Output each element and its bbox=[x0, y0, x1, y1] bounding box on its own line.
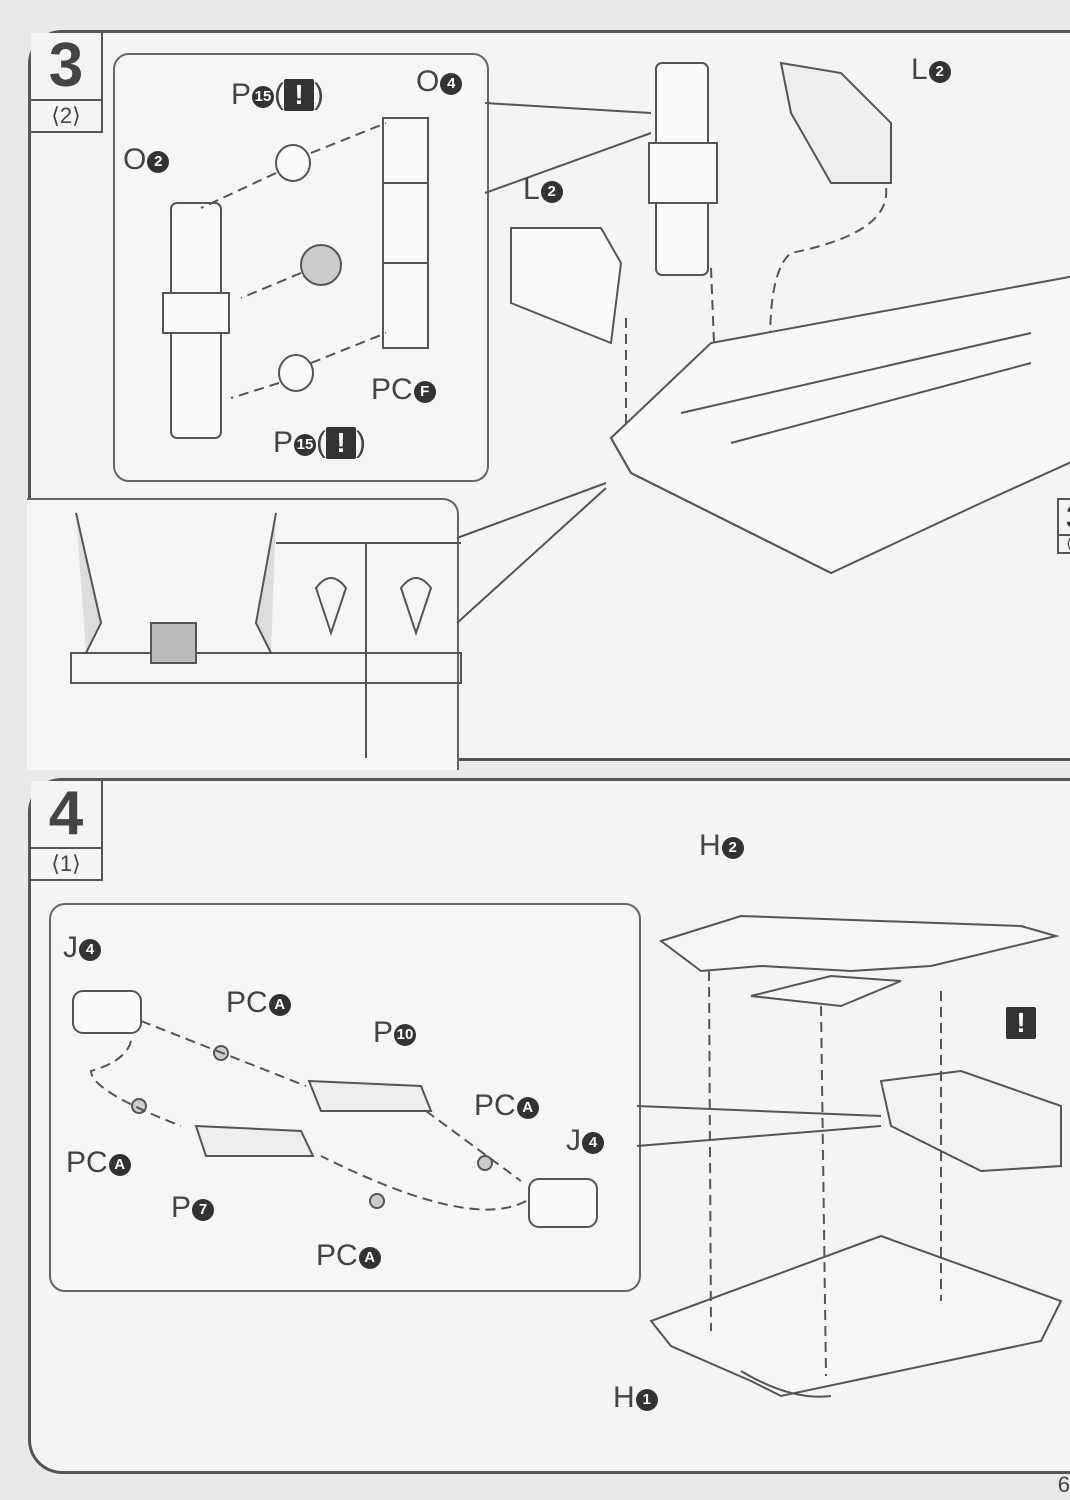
ref-substep: ⟨1⟩ bbox=[1059, 536, 1070, 552]
step-4-badge: 4 ⟨1⟩ bbox=[31, 781, 103, 881]
warning-icon: ! bbox=[284, 79, 315, 111]
step-number: 4 bbox=[31, 781, 101, 849]
step-3-panel: 3 ⟨2⟩ bbox=[27, 30, 1070, 770]
substep-number: ⟨1⟩ bbox=[51, 851, 81, 876]
page-number: 6 bbox=[1057, 1472, 1070, 1497]
step-3-badge: 3 ⟨2⟩ bbox=[31, 33, 103, 133]
engine-warning: ! bbox=[1006, 1006, 1036, 1040]
step-4-diagram bbox=[72, 914, 1063, 1398]
warning-icon: ! bbox=[326, 427, 357, 459]
ref-step-number: 3 bbox=[1059, 500, 1070, 536]
step-number: 3 bbox=[31, 33, 101, 101]
warning-icon: ! bbox=[1006, 1007, 1036, 1039]
step-3-diagram bbox=[70, 61, 1070, 758]
step-reference-3-1: 3 ⟨1⟩ bbox=[1057, 498, 1070, 554]
substep-number: ⟨2⟩ bbox=[51, 103, 81, 128]
